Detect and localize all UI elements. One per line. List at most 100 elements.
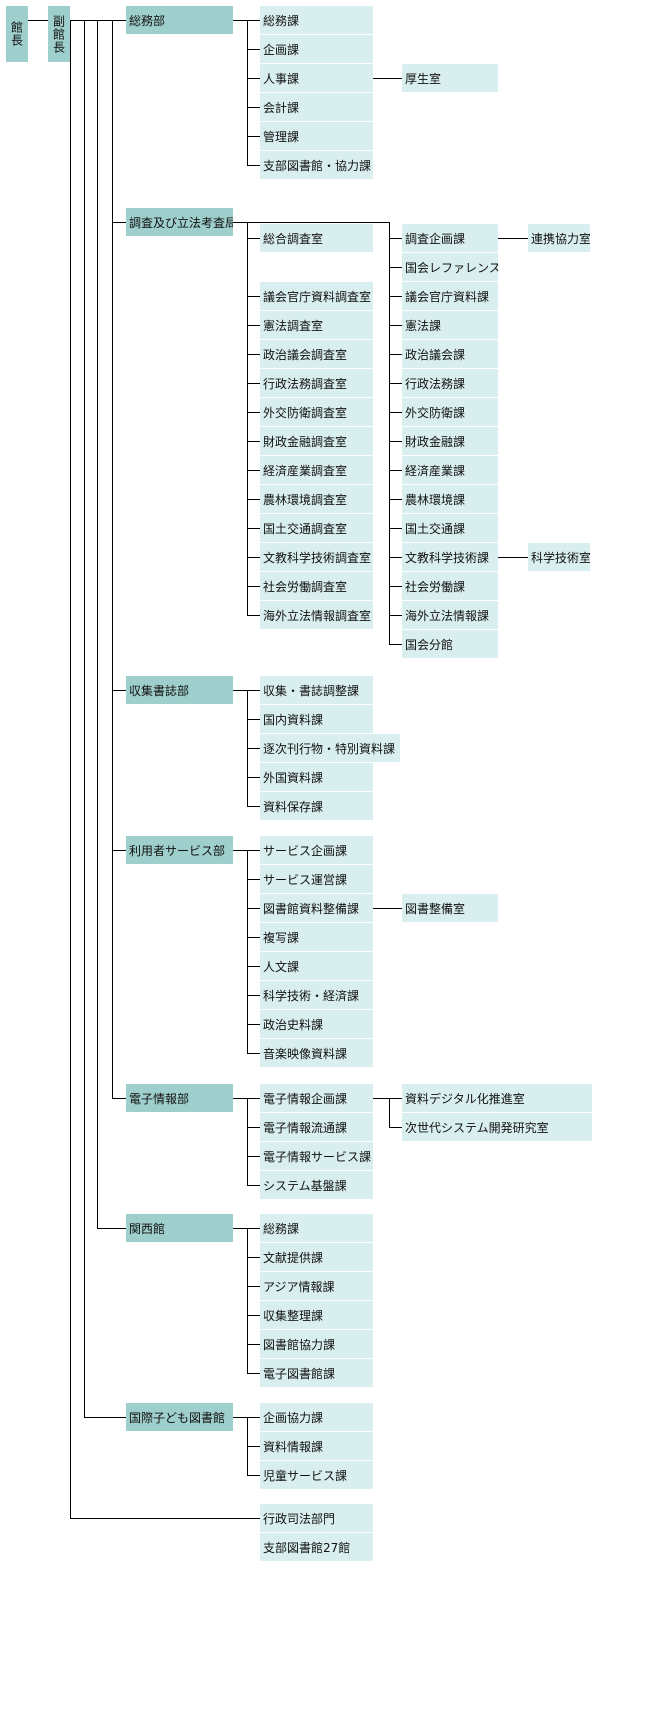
connector-line	[84, 1417, 126, 1418]
connector-line	[247, 615, 260, 616]
connector-line	[247, 296, 260, 297]
connector-line	[247, 937, 260, 938]
section-box: 企画課	[260, 35, 373, 63]
section-box: 国会分館	[402, 630, 498, 658]
research-office-box: 社会労働調査室	[260, 572, 373, 600]
connector-line	[389, 238, 402, 239]
connector-line	[373, 78, 389, 79]
connector-line	[247, 20, 248, 166]
connector-line	[247, 690, 248, 807]
section-box: 資料保存課	[260, 792, 373, 820]
section-box: 音楽映像資料課	[260, 1039, 373, 1067]
connector-line	[247, 1373, 260, 1374]
connector-line	[247, 1286, 260, 1287]
research-office-box: 農林環境調査室	[260, 485, 373, 513]
connector-line	[247, 557, 260, 558]
section-box: 国会レファレンス課	[402, 253, 498, 281]
section-box: 経済産業課	[402, 456, 498, 484]
research-office-box: 文教科学技術調査室	[260, 543, 373, 571]
connector-line	[247, 1098, 248, 1186]
connector-line	[389, 908, 402, 909]
research-office-box: 総合調査室	[260, 224, 373, 252]
section-box: 児童サービス課	[260, 1461, 373, 1489]
connector-line	[389, 1098, 402, 1099]
connector-line	[247, 1446, 260, 1447]
office-box: 連携協力室	[528, 224, 590, 252]
research-office-box: 財政金融調査室	[260, 427, 373, 455]
connector-line	[233, 222, 247, 223]
connector-line	[389, 1098, 390, 1128]
section-box: 電子情報サービス課	[260, 1142, 373, 1170]
connector-line	[389, 267, 402, 268]
section-box: 総務課	[260, 1214, 373, 1242]
section-box: 電子情報流通課	[260, 1113, 373, 1141]
connector-line	[233, 20, 260, 21]
connector-line	[247, 850, 248, 1054]
connector-line	[70, 20, 126, 21]
connector-line	[247, 470, 260, 471]
section-box: 国内資料課	[260, 705, 373, 733]
director-box: 館長	[6, 6, 28, 62]
connector-line	[247, 325, 260, 326]
connector-line	[247, 1024, 260, 1025]
department-box: 総務部	[126, 6, 233, 34]
research-office-box: 外交防衛調査室	[260, 398, 373, 426]
section-box: 農林環境課	[402, 485, 498, 513]
connector-line	[247, 412, 260, 413]
connector-line	[373, 1098, 389, 1099]
research-office-box: 海外立法情報調査室	[260, 601, 373, 629]
connector-line	[373, 908, 389, 909]
department-box: 国際子ども図書館	[126, 1403, 233, 1431]
section-box: 行政法務課	[402, 369, 498, 397]
connector-line	[247, 1228, 248, 1374]
connector-line	[97, 1228, 126, 1229]
section-box: 憲法課	[402, 311, 498, 339]
section-box: 図書館資料整備課	[260, 894, 373, 922]
connector-line	[97, 20, 98, 1229]
research-office-box: 国土交通調査室	[260, 514, 373, 542]
section-box: 政治史料課	[260, 1010, 373, 1038]
research-office-box: 憲法調査室	[260, 311, 373, 339]
connector-line	[389, 908, 390, 909]
connector-line	[247, 908, 260, 909]
connector-line	[247, 78, 260, 79]
connector-line	[389, 528, 402, 529]
connector-line	[233, 1228, 260, 1229]
section-box: 電子図書館課	[260, 1359, 373, 1387]
deputy-director-box: 副館長	[48, 6, 70, 62]
connector-line	[247, 528, 260, 529]
connector-line	[389, 222, 390, 645]
section-box: 議会官庁資料課	[402, 282, 498, 310]
connector-line	[247, 222, 389, 223]
connector-line	[70, 20, 71, 1519]
connector-line	[247, 499, 260, 500]
section-box: システム基盤課	[260, 1171, 373, 1199]
section-box: 人事課	[260, 64, 373, 92]
section-box: 人文課	[260, 952, 373, 980]
connector-line	[84, 20, 85, 1418]
connector-line	[247, 136, 260, 137]
connector-line	[389, 586, 402, 587]
research-office-box: 政治議会調査室	[260, 340, 373, 368]
section-box: 総務課	[260, 6, 373, 34]
section-box: 政治議会課	[402, 340, 498, 368]
section-box: 複写課	[260, 923, 373, 951]
section-box: 資料情報課	[260, 1432, 373, 1460]
section-box: 国土交通課	[402, 514, 498, 542]
office-box: 厚生室	[402, 64, 498, 92]
office-box: 次世代システム開発研究室	[402, 1113, 592, 1141]
section-box: サービス企画課	[260, 836, 373, 864]
connector-line	[112, 222, 126, 223]
connector-line	[498, 238, 528, 239]
connector-line	[247, 107, 260, 108]
connector-line	[233, 850, 260, 851]
connector-line	[247, 966, 260, 967]
research-office-box: 経済産業調査室	[260, 456, 373, 484]
section-box: 管理課	[260, 122, 373, 150]
section-box: 収集・書誌調整課	[260, 676, 373, 704]
connector-line	[247, 806, 260, 807]
section-box: 外交防衛課	[402, 398, 498, 426]
connector-line	[389, 78, 402, 79]
connector-line	[389, 325, 402, 326]
department-box: 収集書誌部	[126, 676, 233, 704]
